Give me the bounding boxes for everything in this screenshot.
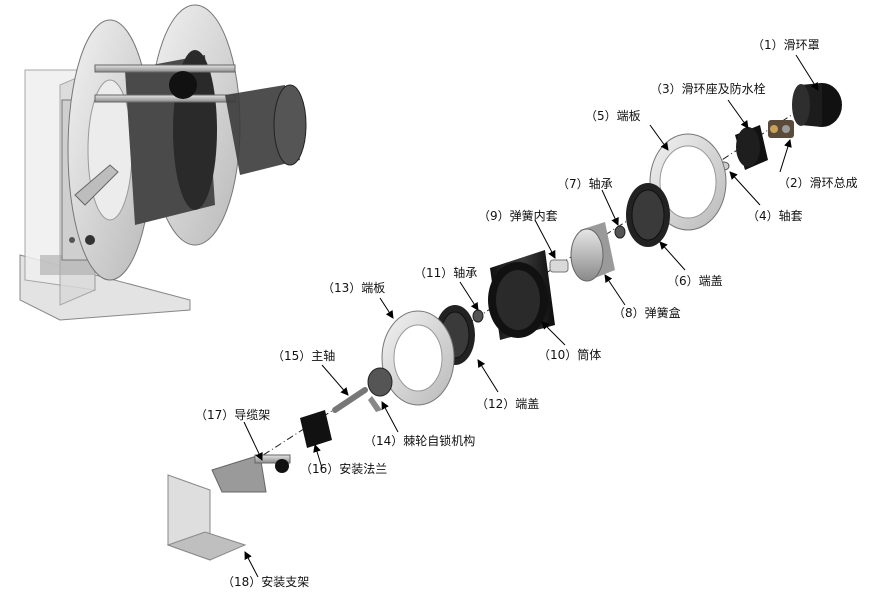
label-part-6: （6）端盖 bbox=[667, 274, 723, 288]
label-part-16: （16）安装法兰 bbox=[300, 461, 387, 476]
label-part-17: （17）导缆架 bbox=[195, 408, 270, 422]
label-part-1: （1）滑环罩 bbox=[752, 38, 820, 52]
label-part-10: （10）筒体 bbox=[538, 347, 601, 362]
label-part-18: （18）安装支架 bbox=[222, 574, 309, 589]
part-18-mounting-bracket bbox=[166, 474, 247, 561]
part-7-bearing bbox=[614, 225, 626, 239]
part-1-slip-ring-cover bbox=[792, 83, 842, 127]
label-part-9: （9）弹簧内套 bbox=[478, 208, 558, 223]
part-2-slip-ring-assembly bbox=[768, 120, 794, 138]
label-part-2: （2）滑环总成 bbox=[778, 176, 858, 190]
assembled-reel bbox=[19, 4, 307, 321]
label-part-12: （12）端盖 bbox=[476, 397, 539, 411]
label-part-5: （5）端板 bbox=[585, 109, 641, 123]
part-6-end-cover bbox=[626, 183, 670, 247]
label-part-4: （4）轴套 bbox=[747, 208, 803, 223]
part-16-mounting-flange bbox=[300, 410, 332, 448]
part-3-slip-ring-seat bbox=[735, 125, 768, 170]
label-part-14: （14）棘轮自锁机构 bbox=[364, 433, 475, 448]
label-part-13: （13）端板 bbox=[322, 281, 385, 295]
label-part-8: （8）弹簧盒 bbox=[613, 305, 681, 320]
part-13-end-plate bbox=[381, 310, 455, 406]
part-14-ratchet-lock bbox=[367, 367, 393, 412]
part-15-main-shaft bbox=[332, 387, 368, 413]
leader-lines bbox=[243, 54, 819, 578]
part-17-cable-guide bbox=[211, 454, 291, 493]
part-8-spring-box bbox=[570, 222, 615, 282]
part-9-spring-inner-sleeve bbox=[549, 259, 569, 273]
label-part-7: （7）轴承 bbox=[557, 176, 613, 191]
part-labels: （1）滑环罩 （2）滑环总成 （3）滑环座及防水栓 （4）轴套 （5）端板 （6… bbox=[195, 38, 858, 589]
label-part-11: （11）轴承 bbox=[414, 265, 477, 280]
label-part-3: （3）滑环座及防水栓 bbox=[650, 81, 766, 96]
part-10-drum bbox=[488, 250, 555, 340]
part-11-bearing bbox=[472, 309, 484, 323]
label-part-15: （15）主轴 bbox=[272, 348, 335, 363]
